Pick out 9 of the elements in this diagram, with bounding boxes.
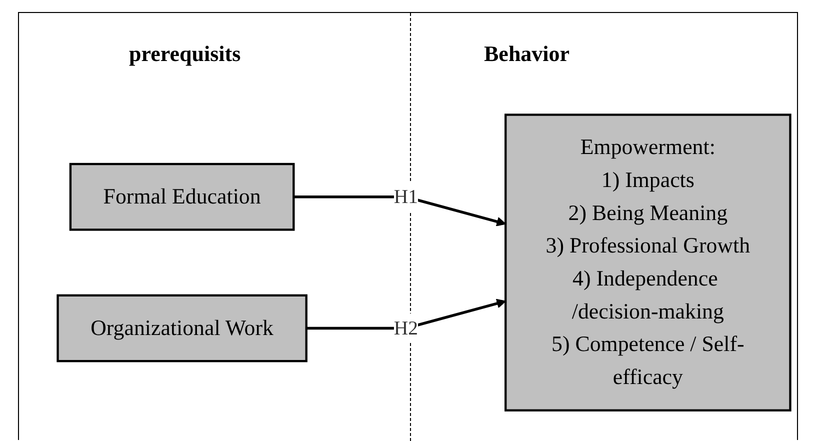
edge-label: H2 bbox=[394, 317, 418, 340]
edge-label: H1 bbox=[394, 186, 418, 208]
arrow bbox=[294, 196, 506, 227]
node-box: Organizational Work bbox=[56, 294, 308, 363]
column-heading: prerequisits bbox=[129, 41, 241, 67]
node-box: Formal Education bbox=[69, 163, 295, 232]
node-box: Empowerment: 1) Impacts 2) Being Meaning 3) Professional Growth 4) Independence /decision-making 5) Competence / Self-efficacy bbox=[504, 114, 792, 412]
column-heading: Behavior bbox=[484, 41, 570, 67]
arrow bbox=[306, 299, 506, 330]
